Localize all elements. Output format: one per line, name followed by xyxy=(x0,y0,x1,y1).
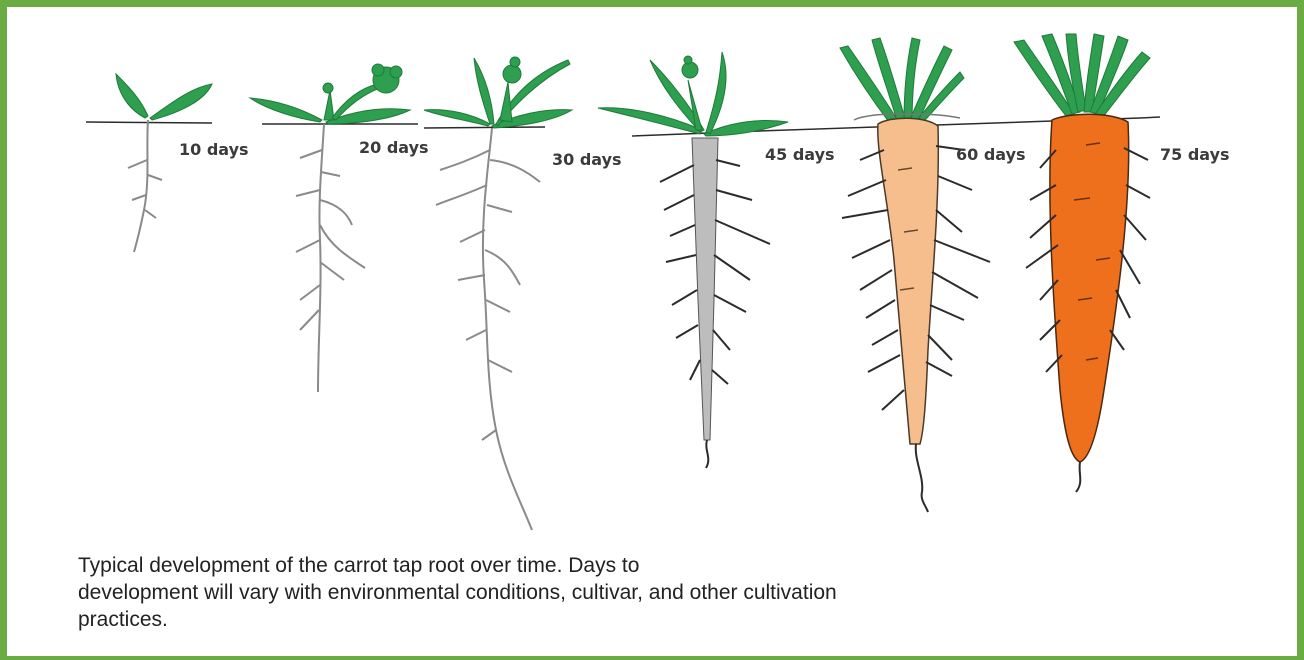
stage-10-days-leaves xyxy=(116,74,212,120)
caption-line-3: practices. xyxy=(78,606,1198,633)
figure-caption: Typical development of the carrot tap ro… xyxy=(78,552,1198,633)
caption-line-2: development will vary with environmental… xyxy=(78,579,1198,606)
stage-75-days-plant xyxy=(1014,34,1150,492)
stage-30-days-root xyxy=(436,128,540,530)
stage-20-days-root xyxy=(296,124,365,392)
stage-60-days-plant xyxy=(840,38,990,512)
stage-10-days-root xyxy=(128,120,162,252)
stage-45-days-plant xyxy=(598,52,788,468)
stage-20-days-leaves xyxy=(250,64,410,124)
stage-label-20-days: 20 days xyxy=(359,140,429,156)
soil-surface xyxy=(86,117,1160,136)
stage-75-days-leaves xyxy=(1014,34,1150,118)
stage-label-45-days: 45 days xyxy=(765,147,835,163)
caption-line-1: Typical development of the carrot tap ro… xyxy=(78,552,1198,579)
stage-30-days-leaves xyxy=(424,57,572,128)
stage-60-days-leaves xyxy=(840,38,964,128)
stage-label-60-days: 60 days xyxy=(956,147,1026,163)
stage-45-days-root xyxy=(660,138,770,468)
stage-label-75-days: 75 days xyxy=(1160,147,1230,163)
stage-10-days-plant xyxy=(116,74,212,252)
stage-60-days-root xyxy=(842,118,990,512)
stage-20-days-plant xyxy=(250,64,410,392)
stage-label-10-days: 10 days xyxy=(179,142,249,158)
stage-label-30-days: 30 days xyxy=(552,152,622,168)
stage-75-days-root xyxy=(1026,114,1150,492)
stage-45-days-leaves xyxy=(598,52,788,136)
